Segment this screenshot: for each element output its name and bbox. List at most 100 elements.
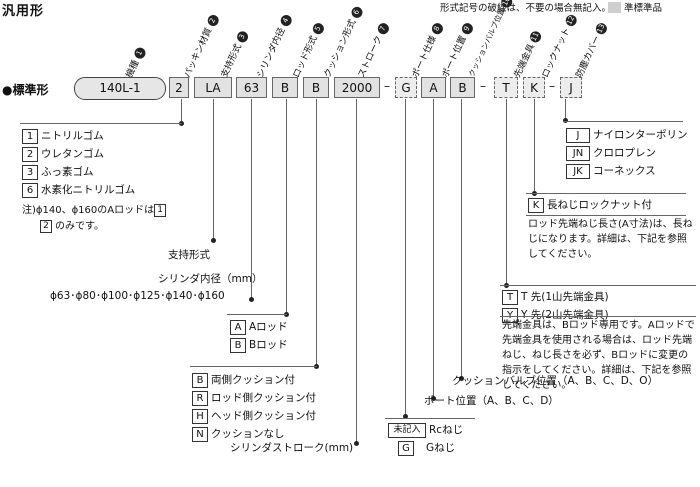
code-dust-cover: J: [560, 77, 582, 98]
locknut-note-rule: [526, 215, 686, 216]
callout-locknut: ロックナット 12: [534, 8, 579, 79]
callout-label: パッキン材質: [182, 26, 215, 80]
option-code: A: [230, 319, 246, 335]
option-code: 3: [22, 164, 38, 180]
option-code: R: [192, 390, 208, 406]
rod-end-note: 先端金具は、Bロッド専用です。Aロッドで先端金具を使用される場合は、ロッド先端ね…: [502, 320, 695, 391]
packing-note-text: のみです。: [55, 221, 104, 232]
option-code: 未記入: [388, 422, 426, 438]
callout-number: 13: [594, 21, 609, 37]
option-code: B: [230, 337, 246, 353]
leader-packing: [181, 99, 182, 123]
code-port-position: A: [421, 77, 446, 98]
leader-dot: [563, 118, 568, 123]
code-cushion-valve: B: [450, 77, 475, 98]
callout-cushion: クッション形式 6: [316, 5, 365, 79]
option-code: B: [192, 372, 208, 388]
option-label: クロロプレン: [593, 147, 656, 159]
port-position-label: ポート位置（A、B、C、D）: [424, 395, 559, 407]
option-label: 長ねじロックナット付: [547, 199, 652, 211]
callout-rod-end: 先端金具 11: [506, 8, 543, 79]
option-label: Rcねじ: [429, 424, 464, 436]
option-label: 両側クッション付: [211, 374, 295, 386]
callout-stroke: ストローク 7: [350, 8, 391, 79]
leader-cushion: [316, 99, 317, 367]
locknut-note: ロッド先端ねじ長さ(A寸法)は、長ねじになります。詳細は、下記を参照してください…: [528, 219, 693, 260]
rod-end-note-rule: [500, 316, 696, 317]
separator: –: [549, 79, 555, 93]
option-label: Aロッド: [249, 321, 288, 333]
option-code: K: [528, 197, 544, 213]
model-code: 140L-1: [74, 77, 166, 100]
option-label: ロッド側クッション付: [211, 392, 316, 404]
code-bore: 63: [236, 77, 267, 98]
callout-port-position: ポート位置 9: [434, 8, 475, 79]
callout-packing: パッキン材質 2: [176, 8, 221, 79]
leader-rod: [286, 99, 287, 314]
callout-label: ストローク: [356, 34, 385, 80]
option-code: JN: [566, 145, 590, 161]
option-code: Y: [502, 307, 518, 323]
leader-dot: [354, 441, 359, 446]
callout-rod: ロッド形式 5: [285, 8, 326, 79]
callout-port-spec: ポート仕様 8: [404, 8, 445, 79]
support-label: 支持形式: [168, 249, 210, 261]
option-code: N: [192, 426, 208, 442]
standard-label: ●標準形: [2, 83, 49, 97]
leader-dot: [431, 396, 436, 401]
option-label: ニトリルゴム: [41, 130, 104, 142]
leader-stroke: [356, 99, 357, 444]
leader-dot: [459, 376, 464, 381]
code-port-spec: G: [395, 77, 417, 98]
leader-rod-end: [506, 99, 507, 286]
bore-values: ϕ63･ϕ80･ϕ100･ϕ125･ϕ140･ϕ160: [50, 290, 225, 302]
code-support: LA: [194, 77, 232, 98]
option-code: 2: [22, 146, 38, 162]
code-stroke: 2000: [334, 77, 380, 98]
option-label: T 先(1山先端金具): [521, 291, 609, 303]
callout-support: 支持形式 3: [213, 8, 250, 79]
option-label: クッションなし: [211, 428, 285, 440]
option-label: 水素化ニトリルゴム: [41, 184, 136, 196]
leader-support: [213, 99, 214, 241]
code-locknut: K: [523, 77, 545, 98]
callout-cushion-valve: クッションバルブ位置 10: [462, 0, 514, 78]
option-code: 6: [22, 182, 38, 198]
option-label: コーネックス: [593, 165, 656, 177]
option-label: ウレタンゴム: [41, 148, 104, 160]
packing-note-text: 注)ϕ140、ϕ160のAロッドは: [22, 205, 155, 216]
code-packing: 2: [169, 77, 189, 98]
stroke-label: シリンダストローク(mm): [230, 442, 354, 454]
option-label: ヘッド側クッション付: [211, 410, 316, 422]
callout-bore: シリンダ内径 4: [249, 8, 294, 79]
legend-swatch: [608, 2, 621, 13]
callout-dust-cover: 防塵カバー 13: [568, 8, 609, 79]
option-label: ナイロンターポリン: [593, 129, 688, 141]
option-code: JK: [566, 163, 590, 179]
note-code: 2: [40, 219, 52, 233]
option-label: ふっ素ゴム: [41, 166, 94, 178]
top-note: 形式記号の破線は、不要の場合無記入。: [440, 3, 612, 14]
rod-end-rule: [500, 285, 696, 286]
callout-model: 機種 1: [118, 8, 148, 79]
callout-label: 支持形式: [219, 42, 245, 80]
bore-label: シリンダ内径（mm）: [158, 273, 263, 285]
code-cushion: B: [303, 77, 329, 98]
